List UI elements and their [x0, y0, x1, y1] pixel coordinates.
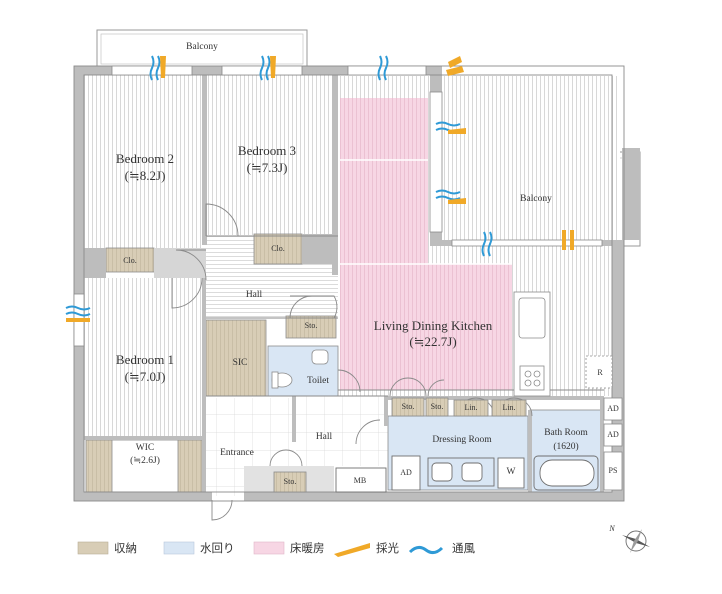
clo-b3-label: Clo.: [271, 244, 285, 253]
bedroom1-floor: [84, 278, 204, 438]
bath-size: (1620): [553, 442, 579, 452]
legend-light-icon: [334, 543, 370, 557]
ps-label: PS: [608, 466, 618, 475]
bedroom3-size: (≒7.3J): [246, 160, 288, 175]
legend-water-swatch: [163, 541, 195, 555]
bedroom2-size: (≒8.2J): [124, 168, 166, 183]
toilet-fixture: [271, 349, 329, 389]
hall-upper-label: Hall: [245, 290, 263, 300]
balcony-top: [96, 29, 308, 69]
sic-label: SIC: [232, 358, 248, 368]
ad-dressing-label: AD: [400, 468, 412, 477]
bedroom2-name: Bedroom 2: [115, 151, 175, 166]
balcony-right-label: Balcony: [520, 194, 552, 204]
legend: [77, 541, 444, 557]
mb-label: MB: [353, 476, 367, 485]
light-marks: [66, 56, 574, 322]
lin2-label: Lin.: [502, 403, 516, 412]
sic-area: [205, 319, 267, 397]
w-label: W: [506, 467, 516, 477]
balcony-top-label: Balcony: [186, 42, 218, 52]
bedroom1-size: (≒7.0J): [124, 369, 166, 384]
utility-boxes: [603, 397, 623, 491]
ldk-name: Living Dining Kitchen: [373, 318, 493, 333]
sto-entrance-label: Sto.: [283, 477, 297, 486]
bedroom3-name: Bedroom 3: [237, 143, 297, 158]
hall-lower-floor: [296, 396, 388, 466]
wic-size: (≒2.6J): [130, 456, 160, 466]
compass-letter: N: [609, 524, 615, 533]
hall-lower-label: Hall: [315, 432, 333, 442]
legend-ventilation-label: 通風: [452, 543, 475, 555]
entrance-label: Entrance: [220, 448, 254, 458]
floor-heating-zones: [340, 98, 512, 390]
bath-name: Bath Room: [544, 428, 588, 438]
r-label: R: [597, 368, 603, 377]
clo-b2: [105, 247, 155, 273]
sto-ldk2-label: Sto.: [430, 402, 444, 411]
dressing-label: Dressing Room: [432, 435, 492, 445]
legend-storage-swatch: [77, 541, 109, 555]
legend-storage-label: 収納: [114, 543, 137, 555]
legend-light-label: 採光: [376, 543, 399, 555]
legend-water-label: 水回り: [200, 543, 235, 555]
bedroom2-floor: [84, 75, 204, 250]
bedroom3-floor: [206, 75, 334, 235]
legend-ventilation-icon: [408, 545, 444, 555]
kitchen-counter: [513, 291, 613, 397]
legend-heating-label: 床暖房: [290, 543, 325, 555]
clo-b2-label: Clo.: [123, 256, 137, 265]
wic-name: WIC: [135, 443, 155, 453]
ldk-size: (≒22.7J): [409, 334, 457, 349]
sto-hall: [285, 315, 337, 339]
bathtub: [533, 455, 599, 491]
compass-icon: [622, 529, 650, 553]
legend-heating-swatch: [253, 541, 285, 555]
washbasin: [335, 455, 525, 493]
ldk-storage: [273, 397, 527, 493]
toilet-label: Toilet: [306, 376, 330, 386]
bedroom1-name: Bedroom 1: [115, 352, 175, 367]
ventilation-marks: [65, 55, 493, 317]
sto-ldk1-label: Sto.: [401, 402, 415, 411]
ad2-label: AD: [607, 430, 619, 439]
ad1-label: AD: [607, 404, 619, 413]
lin1-label: Lin.: [464, 403, 478, 412]
sto-hall-label: Sto.: [304, 321, 318, 330]
